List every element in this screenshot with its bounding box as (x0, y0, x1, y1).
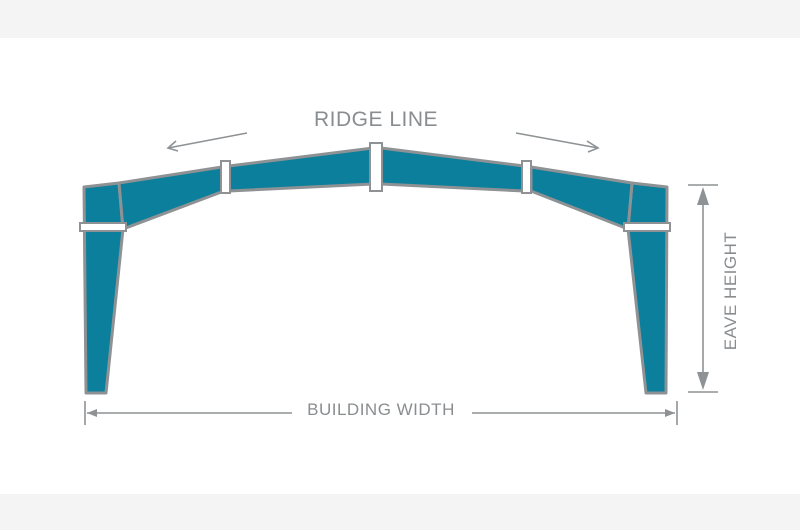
eave-arrowhead-top (697, 187, 709, 205)
ridge-arrow-left (167, 132, 248, 149)
eave-height-label: EAVE HEIGHT (721, 231, 740, 351)
building-width-label: BUILDING WIDTH (307, 400, 455, 419)
ridge-arrow-right (515, 132, 599, 149)
ridge-arrows (166, 132, 600, 153)
ridge-line-label: RIDGE LINE (313, 108, 439, 131)
steel-frame (82, 146, 669, 395)
splice-plates (79, 142, 671, 232)
eave-arrowhead-bottom (697, 372, 709, 390)
ridge-arrow-left-head (166, 140, 179, 152)
right-column (626, 181, 669, 395)
right-rafter-splice (521, 160, 532, 194)
left-inner-rafter (227, 146, 375, 193)
left-knee-plate (79, 222, 127, 232)
right-outer-rafter (529, 165, 634, 231)
right-knee-plate (623, 222, 671, 232)
width-arrowhead-left (87, 409, 97, 417)
ridge-arrow-right-head (586, 140, 600, 153)
width-arrowhead-right (665, 409, 675, 417)
left-column (82, 181, 125, 395)
eave-height-dimension (688, 184, 718, 393)
left-rafter-splice (220, 160, 231, 194)
right-inner-rafter (379, 146, 526, 193)
left-outer-rafter (117, 165, 226, 231)
ridge-splice (369, 142, 383, 192)
building-width-dimension (84, 401, 678, 425)
